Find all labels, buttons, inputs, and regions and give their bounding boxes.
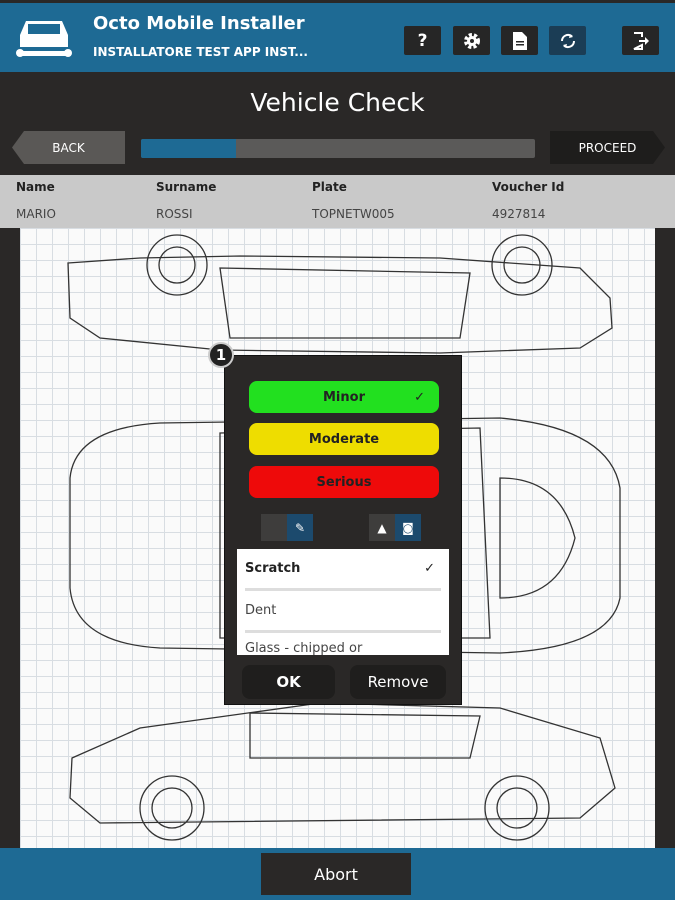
document-button[interactable] [501, 26, 538, 55]
damage-type-dent[interactable]: Dent [245, 591, 441, 633]
check-icon: ✓ [424, 561, 435, 576]
note-toggle[interactable]: ✎ [261, 514, 313, 541]
plate-value: TOPNETW005 [312, 207, 395, 221]
help-icon: ? [417, 30, 428, 51]
page-title: Vehicle Check [250, 88, 425, 117]
sync-button[interactable] [549, 26, 586, 55]
severity-label: Serious [316, 474, 372, 490]
voucher-value: 4927814 [492, 207, 546, 221]
damage-type-list[interactable]: Scratch ✓ Dent Glass - chipped or [237, 549, 449, 655]
user-subtitle: INSTALLATORE TEST APP INST... [93, 45, 308, 59]
car-blueprint-icon [67, 234, 621, 841]
damage-type-scratch[interactable]: Scratch ✓ [245, 549, 441, 591]
severity-label: Minor [323, 389, 365, 405]
progress-fill [141, 139, 236, 158]
edit-note-icon[interactable]: ✎ [287, 514, 313, 541]
back-button[interactable]: BACK [12, 131, 125, 164]
progress-bar [141, 139, 535, 158]
check-icon: ✓ [414, 389, 425, 405]
proceed-button[interactable]: PROCEED [550, 131, 665, 164]
voucher-header: Voucher Id [492, 180, 565, 194]
severity-label: Moderate [308, 431, 380, 447]
document-icon [512, 31, 527, 50]
item-label: Glass - chipped or [245, 641, 363, 655]
remove-button[interactable]: Remove [350, 665, 446, 699]
app-title: Octo Mobile Installer [93, 13, 305, 34]
severity-moderate-button[interactable]: Moderate [249, 423, 439, 455]
name-header: Name [16, 180, 55, 194]
car-wrench-logo-icon [16, 21, 72, 57]
photo-toggle[interactable]: ▲◙ [369, 514, 421, 541]
customer-info: Name Surname Plate Voucher Id MARIO ROSS… [0, 175, 675, 228]
toggle-off-segment [261, 514, 287, 541]
settings-button[interactable] [453, 26, 490, 55]
help-button[interactable]: ? [404, 26, 441, 55]
camera-icon[interactable]: ◙ [395, 514, 421, 541]
item-label: Dent [245, 603, 277, 618]
app-header: Octo Mobile Installer INSTALLATORE TEST … [0, 0, 675, 72]
plate-header: Plate [312, 180, 347, 194]
logout-icon [633, 31, 649, 50]
logout-button[interactable] [622, 26, 659, 55]
abort-button[interactable]: Abort [261, 853, 411, 895]
item-label: Scratch [245, 561, 301, 576]
gear-icon [463, 32, 480, 49]
sync-icon [560, 33, 575, 48]
damage-popup: Minor✓ Moderate Serious ✎ ▲◙ Scratch✓ De… [224, 355, 462, 705]
damage-type-glass[interactable]: Glass - chipped or [245, 633, 441, 655]
ok-button[interactable]: OK [242, 665, 335, 699]
surname-value: ROSSI [156, 207, 193, 221]
name-value: MARIO [16, 207, 56, 221]
severity-minor-button[interactable]: Minor ✓ [249, 381, 439, 413]
damage-number-badge: 1 [208, 342, 234, 368]
gallery-icon[interactable]: ▲ [377, 520, 387, 535]
severity-serious-button[interactable]: Serious [249, 466, 439, 498]
surname-header: Surname [156, 180, 217, 194]
